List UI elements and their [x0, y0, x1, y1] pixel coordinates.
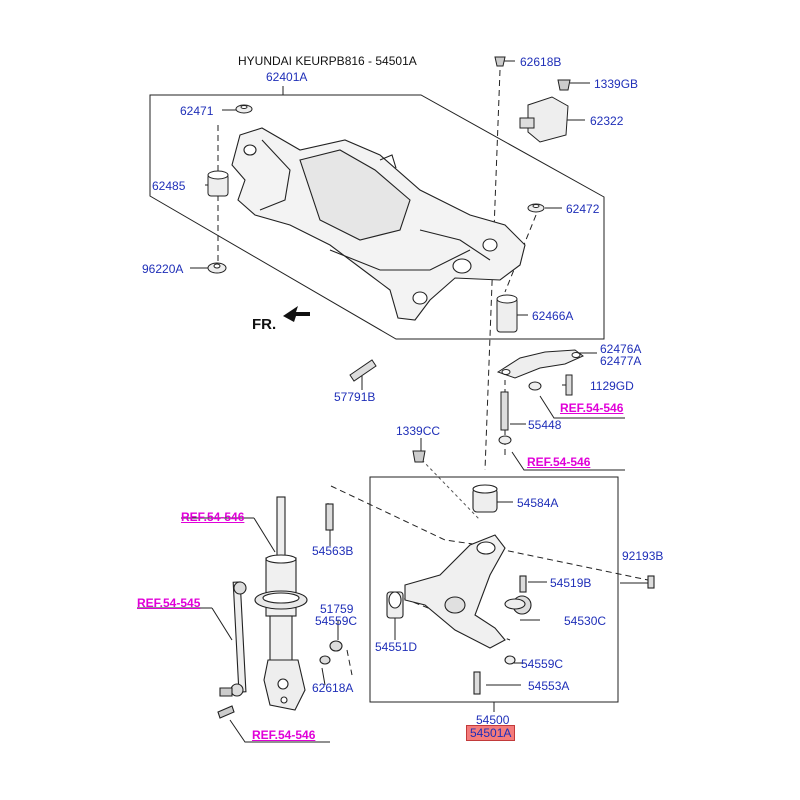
part-54519B[interactable]: 54519B [550, 576, 592, 590]
part-54501A-highlighted[interactable]: 54501A [466, 725, 516, 741]
strut-assembly [217, 496, 343, 719]
ref-link-bolt[interactable]: REF.54-546 [252, 728, 316, 742]
front-subframe [231, 127, 526, 321]
subframe-hardware [207, 56, 571, 382]
ref-link-stabilizer[interactable]: REF.54-545 [137, 596, 201, 610]
ref-link-bracket[interactable]: REF.54-546 [560, 401, 624, 415]
part-62477A[interactable]: 62477A [600, 354, 642, 368]
front-direction-label: FR. [252, 316, 277, 333]
part-62466A[interactable]: 62466A [532, 309, 574, 323]
part-54551D[interactable]: 54551D [375, 640, 418, 654]
ref-link-bushing[interactable]: REF.54-546 [527, 455, 591, 469]
part-62322[interactable]: 62322 [590, 114, 624, 128]
subframe-group-outline [149, 86, 605, 340]
part-62618B[interactable]: 62618B [520, 55, 562, 69]
part-54563B[interactable]: 54563B [312, 544, 354, 558]
part-54584A[interactable]: 54584A [517, 496, 559, 510]
part-51759[interactable]: 51759 [320, 602, 354, 616]
part-54553A[interactable]: 54553A [528, 679, 570, 693]
part-1339GB[interactable]: 1339GB [594, 77, 639, 91]
part-62471[interactable]: 62471 [180, 104, 214, 118]
part-62476A[interactable]: 62476A [600, 342, 642, 356]
bracket-assembly [412, 349, 584, 463]
part-62618A[interactable]: 62618A [312, 681, 354, 695]
part-1339CC[interactable]: 1339CC [396, 424, 441, 438]
front-direction-arrow [283, 306, 310, 322]
part-57791B[interactable]: 57791B [334, 390, 376, 404]
part-62401A[interactable]: 62401A [266, 70, 308, 84]
part-1129GD[interactable]: 1129GD [590, 379, 634, 393]
part-96220A[interactable]: 96220A [142, 262, 184, 276]
lower-control-arm [325, 484, 655, 695]
part-55448[interactable]: 55448 [528, 418, 562, 432]
part-62472[interactable]: 62472 [566, 202, 600, 216]
part-54500[interactable]: 54500 [476, 713, 510, 727]
diagram-title: HYUNDAI KEURPB816 - 54501A [238, 54, 417, 68]
part-54559C-strut[interactable]: 54559C [315, 614, 358, 628]
part-92193B[interactable]: 92193B [622, 549, 664, 563]
ref-link-strut[interactable]: REF.54-546 [181, 510, 245, 524]
part-62485[interactable]: 62485 [152, 179, 186, 193]
part-54559C-arm[interactable]: 54559C [521, 657, 564, 671]
part-54530C[interactable]: 54530C [564, 614, 607, 628]
